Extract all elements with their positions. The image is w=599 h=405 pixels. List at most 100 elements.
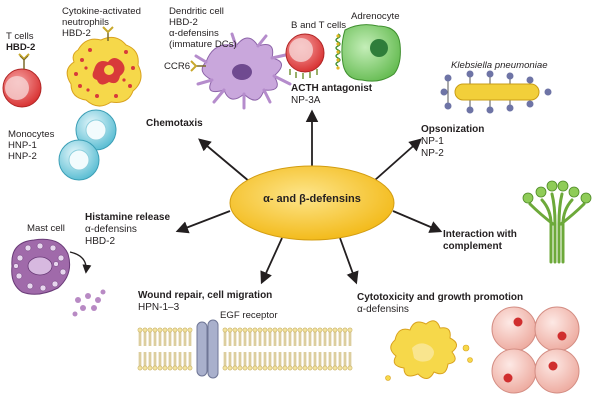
lipid-tail <box>303 352 307 366</box>
lipid-tail <box>158 332 162 346</box>
lipid-head <box>152 365 158 371</box>
proliferating-cells-illustration <box>491 306 580 394</box>
lipid-head <box>277 365 283 371</box>
lipid-head <box>307 365 313 371</box>
lipid-head <box>227 327 233 333</box>
lipid-tail <box>288 352 292 366</box>
lipid-tail <box>228 332 232 346</box>
lipid-tail <box>253 352 257 366</box>
lipid-tail <box>273 352 277 366</box>
lipid-tail <box>293 332 297 346</box>
lipid-tail <box>223 352 227 366</box>
lipid-tail <box>338 352 342 366</box>
dendritic-label-3: α-defensins <box>169 28 219 39</box>
lipid-tail <box>268 352 272 366</box>
lipid-tail <box>263 332 267 346</box>
lipid-head <box>252 365 258 371</box>
lipid-tail <box>243 352 247 366</box>
lipid-head <box>257 365 263 371</box>
lipid-head <box>167 365 173 371</box>
lipid-head <box>147 327 153 333</box>
lipid-tail <box>298 332 302 346</box>
lipid-head <box>247 365 253 371</box>
lipid-head <box>312 327 318 333</box>
lipid-head <box>332 365 338 371</box>
arrows <box>175 109 443 285</box>
dendritic-label-2: HBD-2 <box>169 17 198 28</box>
egf-receptor-label: EGF receptor <box>220 310 278 321</box>
monocyte-illustration <box>58 109 117 181</box>
opsonization-detail-1: NP-1 <box>421 136 444 147</box>
wound-title: Wound repair, cell migration <box>138 290 273 301</box>
lipid-tail <box>153 332 157 346</box>
lipid-tail <box>138 352 142 366</box>
klebsiella-illustration <box>440 70 552 114</box>
lipid-tail <box>338 332 342 346</box>
lipid-tail <box>328 332 332 346</box>
histamine-detail-1: α-defensins <box>85 224 137 235</box>
dendritic-label-1: Dendritic cell <box>169 6 224 17</box>
klebsiella-label: Klebsiella pneumoniae <box>451 60 548 71</box>
lipid-tail <box>318 332 322 346</box>
lipid-head <box>187 327 193 333</box>
lipid-tail <box>343 352 347 366</box>
arrow-complement <box>392 210 443 233</box>
lipid-head <box>157 327 163 333</box>
lipid-head <box>222 327 228 333</box>
mast-cell-illustration <box>11 238 106 317</box>
lipid-tail <box>158 352 162 366</box>
lipid-tail <box>313 352 317 366</box>
lipid-head <box>242 327 248 333</box>
lipid-head <box>252 327 258 333</box>
lipid-head <box>322 327 328 333</box>
lipid-head <box>297 327 303 333</box>
lipid-tail <box>273 332 277 346</box>
dendritic-label-4: (immature DCs) <box>169 39 237 50</box>
adrenocyte-illustration <box>335 24 401 82</box>
lipid-head <box>337 327 343 333</box>
adrenocyte-label: Adrenocyte <box>351 11 400 22</box>
opsonization-title: Opsonization <box>421 124 485 135</box>
lipid-tail <box>163 332 167 346</box>
lipid-tail <box>268 332 272 346</box>
lipid-tail <box>153 352 157 366</box>
acth-detail: NP-3A <box>291 95 321 106</box>
lipid-tail <box>308 352 312 366</box>
lipid-head <box>272 327 278 333</box>
lipid-head <box>292 365 298 371</box>
mast-cell-label: Mast cell <box>27 223 65 234</box>
lipid-tail <box>298 352 302 366</box>
chemotaxis-title: Chemotaxis <box>146 118 203 129</box>
lipid-head <box>177 365 183 371</box>
lipid-head <box>232 365 238 371</box>
arrow-cytotoxicity <box>339 237 359 285</box>
lipid-head <box>277 327 283 333</box>
lipid-head <box>272 365 278 371</box>
center-ellipse <box>229 165 395 241</box>
lipid-tail <box>183 332 187 346</box>
lipid-tail <box>288 332 292 346</box>
complement-illustration <box>522 180 592 264</box>
neutrophil-label-3: HBD-2 <box>62 28 91 39</box>
lipid-tail <box>148 352 152 366</box>
lipid-head <box>287 327 293 333</box>
lipid-head <box>287 365 293 371</box>
lipid-head <box>227 365 233 371</box>
lipid-head <box>317 365 323 371</box>
lipid-head <box>162 327 168 333</box>
lipid-head <box>342 365 348 371</box>
lipid-tail <box>333 352 337 366</box>
lipid-head <box>177 327 183 333</box>
lipid-tail <box>308 332 312 346</box>
b-t-cell-illustration <box>285 33 325 79</box>
lipid-head <box>312 365 318 371</box>
monocytes-label-1: Monocytes <box>8 129 55 140</box>
lipid-tail <box>348 332 352 346</box>
monocytes-label-3: HNP-2 <box>8 151 37 162</box>
lipid-tail <box>313 332 317 346</box>
histamine-detail-2: HBD-2 <box>85 236 116 247</box>
lipid-head <box>307 327 313 333</box>
lipid-head <box>347 327 353 333</box>
lipid-tail <box>253 332 257 346</box>
center-label: α- and β-defensins <box>263 193 361 205</box>
